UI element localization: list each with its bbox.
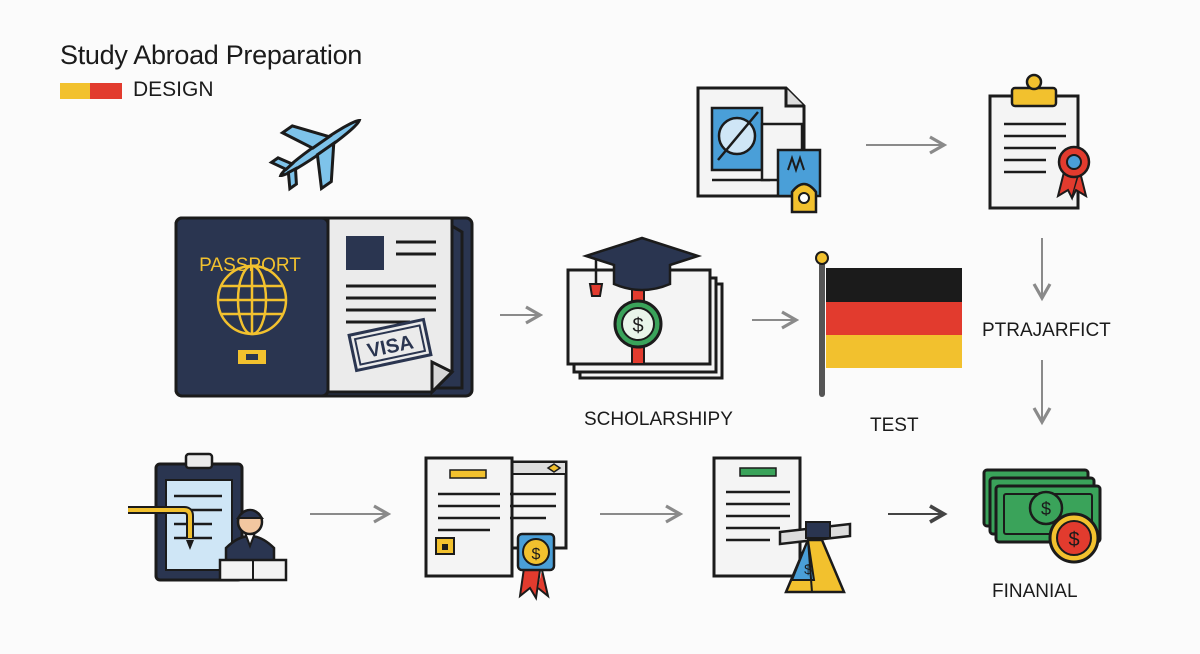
subtitle-color-bar: [60, 83, 122, 99]
certificate-clipboard-icon: [988, 73, 1091, 210]
graduation-scholarship-icon: $: [566, 236, 724, 380]
clipboard-agent-icon: [128, 452, 288, 582]
airplane-icon: [268, 118, 362, 192]
germany-flag-icon: [815, 251, 962, 397]
signing-dollar: $: [804, 561, 812, 577]
document-seal-icon: $: [424, 456, 568, 601]
visa-stamp-icon: VISA: [347, 317, 433, 373]
id-document-icon: [696, 86, 822, 214]
scholarship-label: SCHOLARSHIPY: [584, 409, 733, 430]
seal-dollar: $: [532, 546, 541, 563]
signing-document-icon: $: [712, 456, 852, 594]
page-title: Study Abroad Preparation: [60, 40, 363, 70]
coin-dollar: $: [1068, 529, 1079, 551]
bill-dollar: $: [1041, 499, 1051, 519]
page-subtitle: DESIGN: [133, 78, 214, 101]
ptra-label: PTRAJARFICT: [982, 320, 1111, 341]
scholarship-dollar: $: [632, 315, 643, 337]
passport-icon: PASSPORT: [174, 216, 474, 398]
test-label: TEST: [870, 415, 919, 436]
financial-label: FINANIAL: [992, 581, 1078, 602]
money-stack-icon: $ $: [982, 468, 1102, 564]
